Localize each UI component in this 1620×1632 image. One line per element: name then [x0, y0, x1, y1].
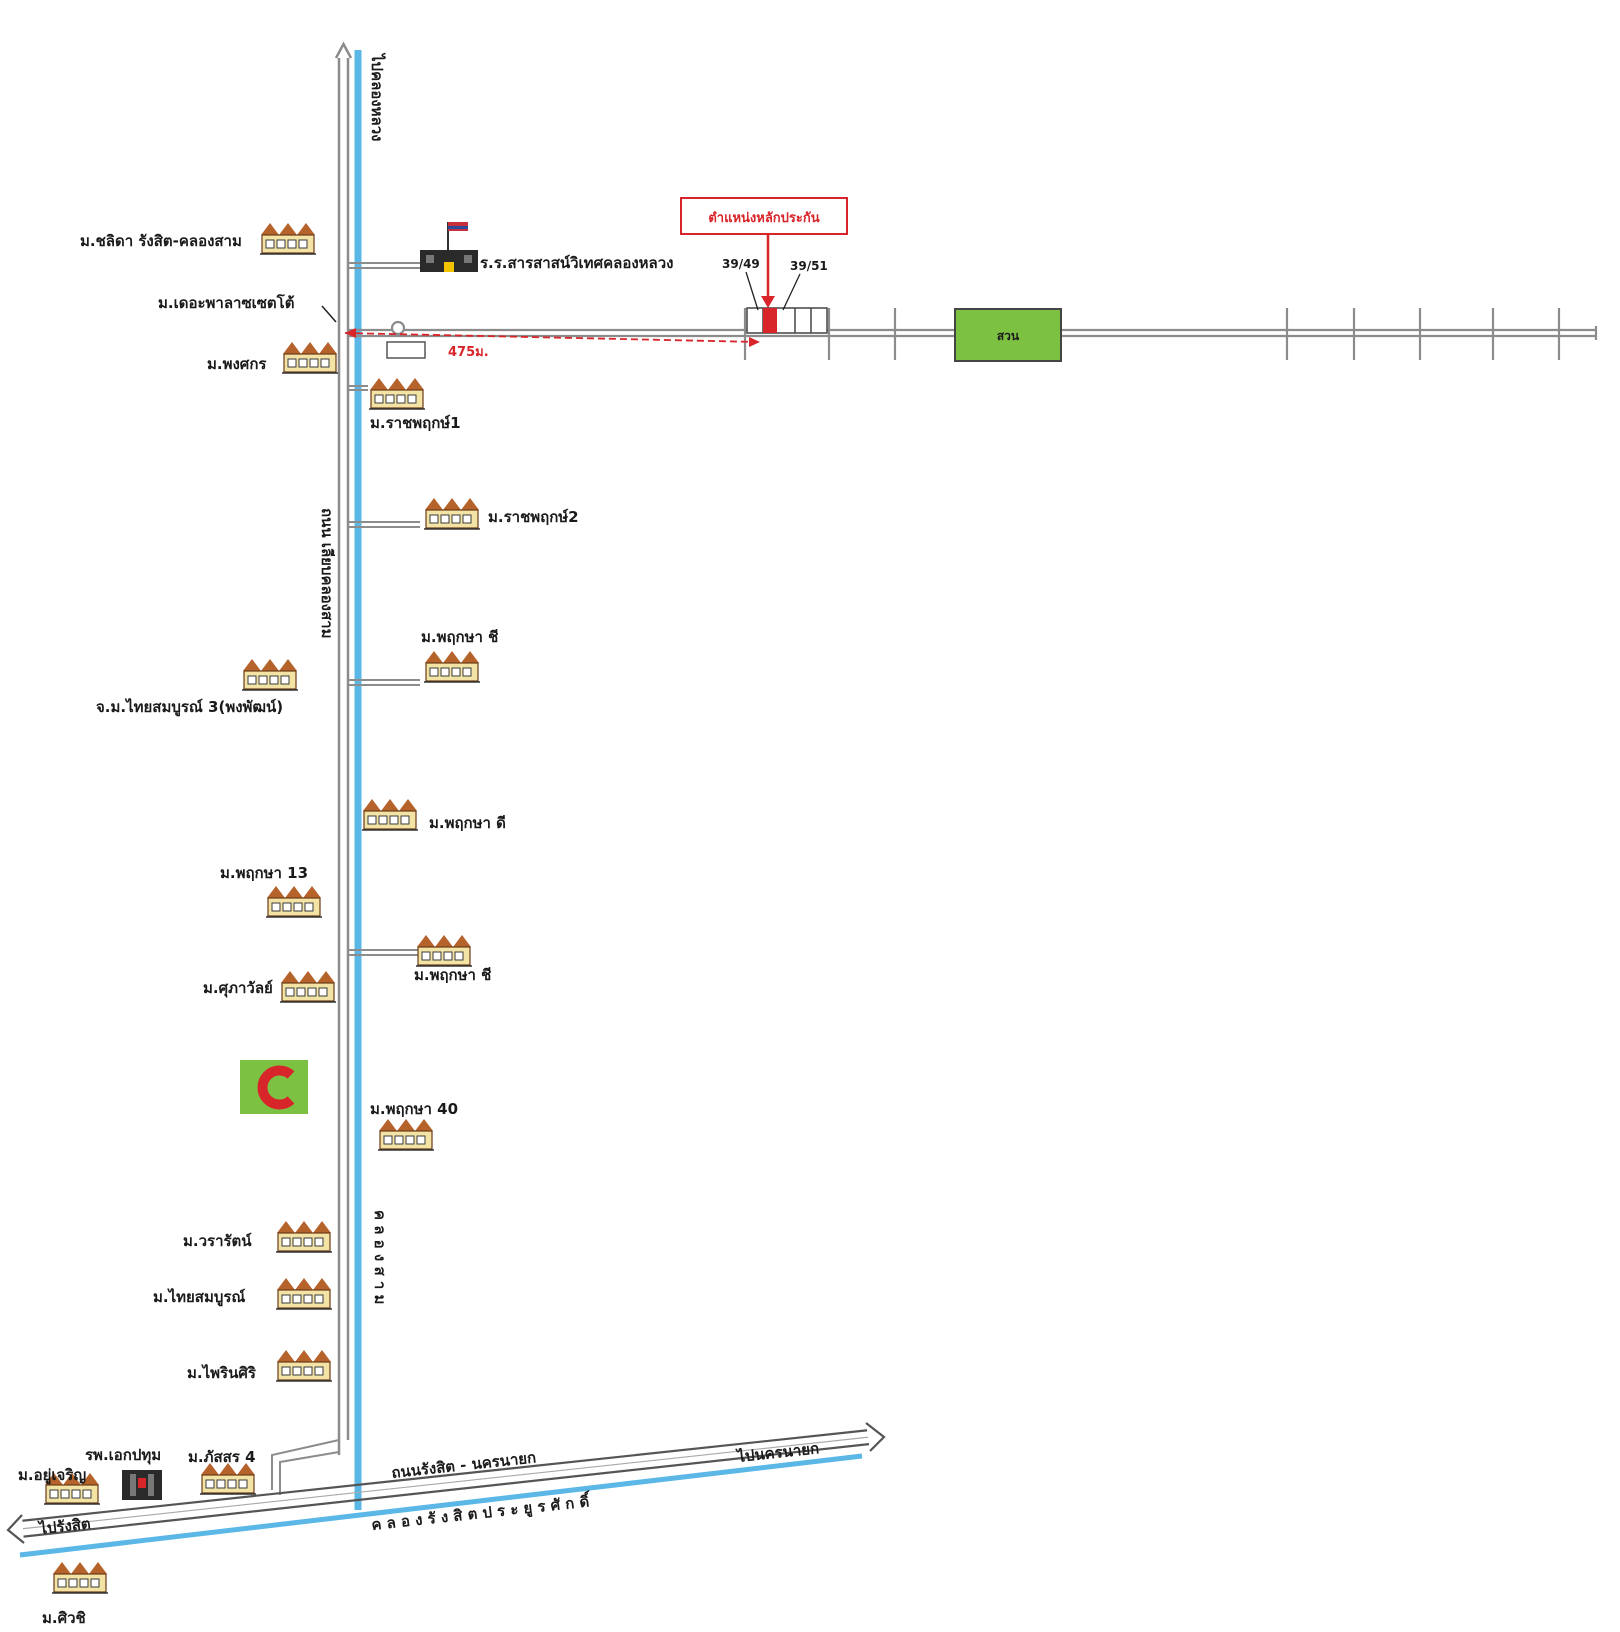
village-label-1: ม.ชลิดา รังสิต-คลองสาม [80, 232, 242, 250]
house-icon [276, 1349, 332, 1382]
village-label-3: ม.พงศกร [207, 355, 267, 373]
target-callout-box [680, 197, 848, 235]
hospital-icon [122, 1470, 162, 1500]
bigc-logo [240, 1060, 308, 1114]
village-label-16: ม.ภัสสร 4 [188, 1448, 256, 1466]
village-label-7: จ.ม.ไทยสมบูรณ์ 3(พงพัฒน์) [96, 697, 283, 717]
target-title: ตำแหน่งหลักประกัน [708, 210, 819, 226]
house-icon [424, 650, 480, 683]
house-left-pointer [745, 271, 759, 311]
house-icon [369, 377, 425, 410]
road-label-horizontal: ถนนรังสิต - นครนายก [390, 1448, 537, 1482]
hospital-label: รพ.เอกปทุม [85, 1446, 161, 1465]
distance-arrow-end [749, 337, 760, 347]
road-rangsit-nakhonnayok [6, 1422, 886, 1544]
house-number-left: 39/49 [722, 257, 760, 271]
village-label-12: ม.พฤกษา 40 [370, 1100, 458, 1118]
target-house-marker [763, 308, 777, 333]
house-icon [200, 1462, 256, 1495]
house-icon [280, 970, 336, 1003]
village-label-10: ม.พฤกษา ชี [414, 966, 491, 984]
house-icon [416, 934, 472, 967]
road-label-to-north: ไปคลองหลวง [368, 52, 387, 141]
gate-box [386, 341, 426, 359]
school-icon [420, 222, 478, 272]
village-label-14: ม.ไทยสมบูรณ์ [153, 1287, 245, 1307]
house-icon [282, 341, 338, 374]
house-icon [276, 1220, 332, 1253]
target-arrow-head [761, 296, 775, 308]
village-2-pointer [321, 305, 337, 323]
village-label-9: ม.พฤกษา 13 [220, 864, 308, 882]
house-icon [276, 1277, 332, 1310]
side-roads [271, 262, 420, 1495]
village-label-11: ม.ศุภาวัลย์ [203, 979, 273, 998]
distance-arrow-start [345, 328, 356, 338]
road-vertical [334, 41, 353, 1455]
house-icon [242, 658, 298, 691]
village-label-5: ม.ราชพฤกษ์2 [488, 508, 579, 526]
house-right-pointer [782, 273, 801, 311]
village-label-4: ม.ราชพฤกษ์1 [370, 414, 461, 432]
park-area [954, 308, 1062, 362]
house-icon [424, 497, 480, 530]
village-label-18: ม.ศิวชิ [42, 1609, 86, 1627]
road-label-to-west: ไปรังสิต [36, 1514, 91, 1539]
village-label-2: ม.เดอะพาลาซเซตโต้ [158, 293, 294, 312]
road-label-vertical: ถนน เลียบคลองสาม [318, 508, 336, 638]
townhouse-row [746, 307, 828, 334]
village-label-13: ม.วรารัตน์ [183, 1232, 252, 1250]
village-label-15: ม.ไพรินศิริ [187, 1363, 257, 1382]
house-icon [52, 1561, 108, 1594]
house-icon [378, 1118, 434, 1151]
house-icon [362, 798, 418, 831]
school-label: ร.ร.สารสาสน์วิเทศคลองหลวง [480, 254, 673, 272]
house-icon [266, 885, 322, 918]
park-label: สวน [997, 329, 1020, 343]
canal-label-vertical: ค ล อ ง ส า ม [371, 1210, 389, 1304]
village-label-6: ม.พฤกษา ชี [421, 628, 498, 646]
house-number-right: 39/51 [790, 259, 828, 273]
village-label-8: ม.พฤกษา ดี [429, 814, 506, 832]
canal-horizontal [19, 1453, 863, 1558]
village-label-17: ม.อยู่เจริญ [18, 1466, 86, 1485]
house-icon [260, 222, 316, 255]
distance-label: 475ม. [448, 345, 489, 360]
distance-line [344, 332, 759, 343]
